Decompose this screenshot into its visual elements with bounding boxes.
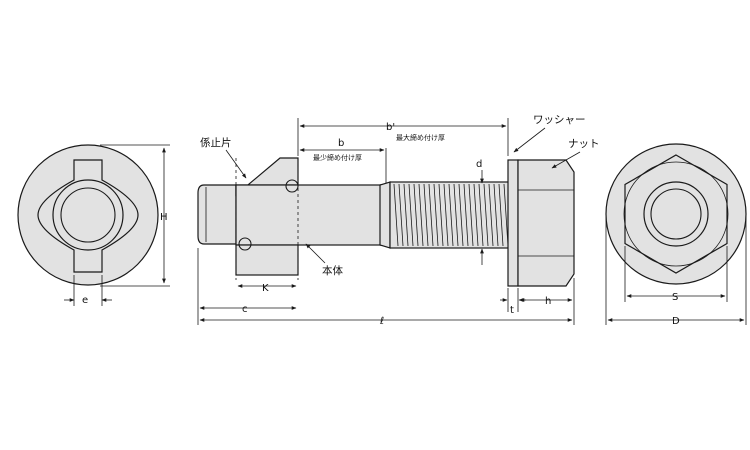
label-b-prime-note: 最大締め付け厚 <box>396 133 445 142</box>
label-h: h <box>545 296 551 307</box>
label-K: K <box>262 283 269 294</box>
thread-line <box>498 183 504 247</box>
label-b-prime: b' <box>386 122 395 133</box>
left-end-view: H e <box>17 144 170 306</box>
thread-line <box>408 183 414 247</box>
thread-line <box>488 183 494 247</box>
label-washer: ワッシャー <box>533 114 586 126</box>
side-dimensions: b' 最大締め付け厚 b 最少締め付け厚 d K c ℓ t h <box>197 118 575 327</box>
thread-line <box>418 183 424 247</box>
thread-line <box>403 183 409 247</box>
thread-line <box>468 183 474 247</box>
label-t: t <box>510 305 514 316</box>
label-d: d <box>476 159 482 170</box>
label-c: c <box>242 304 248 315</box>
bolt-head <box>197 184 237 245</box>
thread-line <box>433 183 439 247</box>
label-e: e <box>82 295 88 306</box>
nut <box>517 159 575 287</box>
label-b: b <box>338 138 344 149</box>
bolt-side-view <box>197 157 575 287</box>
thread-lines <box>393 183 509 247</box>
label-l: ℓ <box>380 316 384 327</box>
thread-section <box>389 181 511 249</box>
thread-line <box>423 183 429 247</box>
label-body: 本体 <box>322 264 343 277</box>
thread-line <box>443 183 449 247</box>
bore-ring <box>52 179 124 251</box>
thread-line <box>463 183 469 247</box>
label-b-note: 最少締め付け厚 <box>313 153 362 162</box>
thread-line <box>393 183 399 247</box>
thread-line <box>413 183 419 247</box>
bolt-body <box>235 184 387 246</box>
thread-line <box>453 183 459 247</box>
label-H: H <box>160 212 168 223</box>
nut-inner-ring <box>643 181 709 247</box>
thread-line <box>503 183 509 247</box>
thread-line <box>493 183 499 247</box>
thread-line <box>448 183 454 247</box>
thread-line <box>438 183 444 247</box>
label-D: D <box>672 316 680 327</box>
thread-line <box>458 183 464 247</box>
bore-hole <box>60 187 116 243</box>
thread-line <box>483 183 489 247</box>
thread-line <box>428 183 434 247</box>
label-S: S <box>672 292 678 303</box>
thread-line <box>398 183 404 247</box>
right-end-view: S D <box>605 143 747 327</box>
washer <box>507 159 519 287</box>
thread-line <box>473 183 479 247</box>
label-nut: ナット <box>568 138 600 150</box>
thread-line <box>478 183 484 247</box>
side-labels: 係止片 ワッシャー ナット 本体 <box>200 114 600 277</box>
label-locking-piece: 係止片 <box>200 136 232 149</box>
